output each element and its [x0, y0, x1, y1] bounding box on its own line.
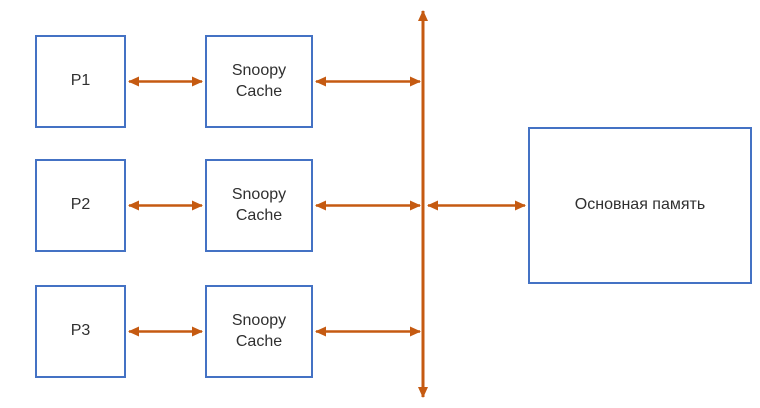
- cache-label: Snoopy Cache: [231, 61, 287, 100]
- cache-box-3: Snoopy Cache: [205, 285, 313, 378]
- cache-label: Snoopy Cache: [231, 311, 287, 350]
- cache-box-1: Snoopy Cache: [205, 35, 313, 128]
- processor-label: P2: [70, 196, 91, 214]
- cache-box-2: Snoopy Cache: [205, 159, 313, 252]
- main-memory-box: Основная память: [528, 127, 752, 284]
- processor-box-p2: P2: [35, 159, 126, 252]
- processor-box-p1: P1: [35, 35, 126, 128]
- processor-label: P3: [70, 322, 91, 340]
- main-memory-label: Основная память: [574, 196, 706, 214]
- cache-label: Snoopy Cache: [231, 185, 287, 224]
- processor-label: P1: [70, 72, 91, 90]
- processor-box-p3: P3: [35, 285, 126, 378]
